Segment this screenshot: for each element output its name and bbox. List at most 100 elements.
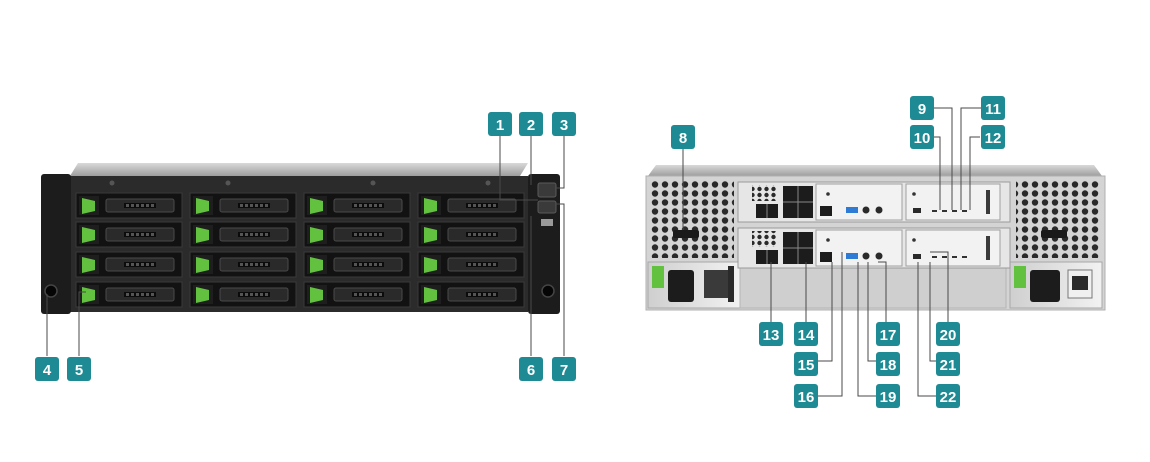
callout-badge-18: 18 [876,352,900,376]
controller-module-2 [737,227,1011,269]
callout-badge-4: 4 [35,357,59,381]
drive-tray[interactable] [189,221,297,248]
callout-label: 3 [560,117,568,134]
usb-port[interactable] [846,253,858,259]
ethernet-port[interactable] [820,206,832,216]
sfp-port-pair[interactable] [756,250,778,264]
callout-badge-12: 12 [981,125,1005,149]
callout-badge-5: 5 [67,357,91,381]
drive-tray[interactable] [417,251,525,278]
screw [370,180,376,186]
right-ear-hole [541,284,555,298]
reset-button[interactable] [875,206,883,214]
psu-latch[interactable] [652,266,664,288]
callout-label: 15 [798,357,815,374]
controller-modules [737,181,1011,269]
callout-label: 18 [880,357,897,374]
drive-tray[interactable] [189,251,297,278]
callout-label: 14 [798,327,815,344]
left-rack-ear [41,174,71,314]
callout-badge-8: 8 [671,125,695,149]
callout-label: 20 [940,327,957,344]
callout-badge-20: 20 [936,322,960,346]
callout-label: 9 [918,101,926,118]
serial-port[interactable] [862,206,870,214]
callout-badge-19: 19 [876,384,900,408]
screw [485,180,491,186]
callout-badge-15: 15 [794,352,818,376]
status-led [932,210,937,212]
drive-tray[interactable] [303,221,411,248]
drive-tray[interactable] [75,281,183,308]
drive-tray[interactable] [417,281,525,308]
drive-tray[interactable] [303,281,411,308]
expansion-card [905,183,1001,221]
usb-port[interactable] [846,207,858,213]
screw [225,180,231,186]
callout-label: 17 [880,327,897,344]
drive-tray[interactable] [75,192,183,219]
fan-handle[interactable] [673,230,699,238]
chassis-top [70,163,528,176]
drive-tray[interactable] [303,251,411,278]
front-leader-lines [46,136,565,356]
callout-badge-2: 2 [519,112,543,136]
status-led [942,210,947,212]
drive-tray[interactable] [189,281,297,308]
callout-label: 13 [763,327,780,344]
callout-badge-6: 6 [519,357,543,381]
expansion-card [905,229,1001,267]
usb-port[interactable] [541,219,553,226]
callout-badge-9: 9 [910,96,934,120]
callout-badge-13: 13 [759,322,783,346]
callout-badge-7: 7 [552,357,576,381]
power-button[interactable] [537,182,557,198]
status-led [952,210,957,212]
callout-label: 19 [880,389,897,406]
reset-button[interactable] [875,252,883,260]
rear-view [645,165,1106,311]
drive-tray[interactable] [75,221,183,248]
callout-label: 1 [496,117,504,134]
drive-tray[interactable] [417,221,525,248]
drive-tray[interactable] [189,192,297,219]
drive-tray[interactable] [303,192,411,219]
psu-handle[interactable] [728,266,734,302]
fan-handle[interactable] [1041,230,1067,238]
status-led [942,256,947,258]
callout-badge-21: 21 [936,352,960,376]
sfp-port-block[interactable] [783,186,813,218]
callout-label: 8 [679,130,687,147]
power-socket[interactable] [668,270,694,302]
callout-label: 7 [560,362,568,379]
front-view [41,163,560,314]
status-led [962,210,967,212]
callout-badge-22: 22 [936,384,960,408]
callout-label: 16 [798,389,815,406]
power-socket[interactable] [1030,270,1060,302]
psu-latch[interactable] [1014,266,1026,288]
rear-chassis-top [648,165,1102,176]
callout-badge-17: 17 [876,322,900,346]
psu-left [647,261,741,309]
status-led-panel [537,200,557,214]
rear-bottom-panel [739,267,1007,309]
callout-badge-10: 10 [910,125,934,149]
callout-label: 10 [914,130,931,147]
sfp-port-pair[interactable] [756,204,778,218]
ethernet-port[interactable] [820,252,832,262]
drive-tray[interactable] [75,251,183,278]
callout-badge-3: 3 [552,112,576,136]
callout-badge-14: 14 [794,322,818,346]
callout-badge-16: 16 [794,384,818,408]
status-led [962,256,967,258]
drive-tray[interactable] [417,192,525,219]
serial-port[interactable] [862,252,870,260]
psu-right [1009,261,1103,309]
status-led [952,256,957,258]
sfp-port-block[interactable] [783,232,813,264]
callout-label: 2 [527,117,535,134]
rear-leader-lines [682,107,993,397]
callout-label: 11 [985,101,1001,118]
